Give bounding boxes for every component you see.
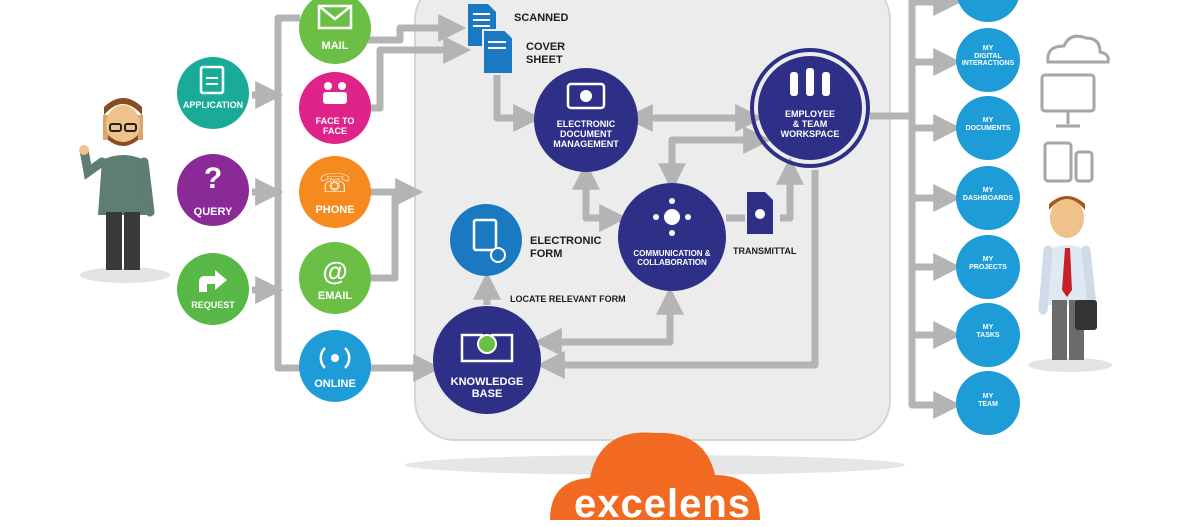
transmittal-label: TRANSMITTAL (733, 246, 797, 256)
query-label[interactable]: QUERY (193, 206, 233, 218)
electronic-form-label: ELECTRONIC FORM (530, 235, 602, 260)
svg-text:@: @ (322, 256, 347, 286)
connectors (252, 0, 962, 419)
online-label[interactable]: ONLINE (314, 378, 356, 390)
collab-label[interactable]: COMMUNICATION & COLLABORATION (633, 249, 711, 267)
my-digital-label[interactable]: MY DIGITAL INTERACTIONS (961, 45, 1015, 68)
my-tasks-label[interactable]: MY TASKS (976, 324, 1000, 339)
svg-text:?: ? (204, 162, 222, 195)
channel-icons: ☏ @ (299, 0, 371, 402)
locate-form-label: LOCATE RELEVANT FORM (510, 294, 626, 304)
kb-label[interactable]: KNOWLEDGE BASE (450, 376, 524, 401)
svg-text:☏: ☏ (319, 169, 352, 199)
my-dashboards-label[interactable]: MY DASHBOARDS (962, 187, 1014, 202)
person-right (1028, 196, 1112, 372)
my-projects-label[interactable]: MY PROJECTS (969, 256, 1007, 271)
mail-label[interactable]: MAIL (321, 40, 349, 52)
document-icons (468, 4, 773, 234)
input-icons: ? (177, 57, 249, 325)
face-to-face-label[interactable]: FACE TO FACE (315, 116, 355, 136)
output-circles (956, 0, 1020, 435)
devices-icon (1040, 34, 1110, 183)
request-label[interactable]: REQUEST (191, 300, 235, 310)
excelens-logo (550, 432, 760, 520)
person-left (79, 98, 170, 283)
application-label[interactable]: APPLICATION (182, 100, 244, 110)
edm-label[interactable]: ELECTRONIC DOCUMENT MANAGEMENT (553, 119, 619, 149)
scanned-label: SCANNED (514, 12, 569, 24)
workspace-label[interactable]: EMPLOYEE & TEAM WORKSPACE (780, 109, 840, 139)
phone-label[interactable]: PHONE (315, 204, 355, 216)
hub-circles (433, 48, 870, 414)
my-team-label[interactable]: MY TEAM (978, 393, 998, 408)
email-label[interactable]: EMAIL (317, 290, 353, 302)
my-documents-label[interactable]: MY DOCUMENTS (965, 117, 1011, 132)
cover-sheet-label: COVER SHEET (526, 41, 566, 66)
logo-text: excelens (574, 482, 752, 526)
